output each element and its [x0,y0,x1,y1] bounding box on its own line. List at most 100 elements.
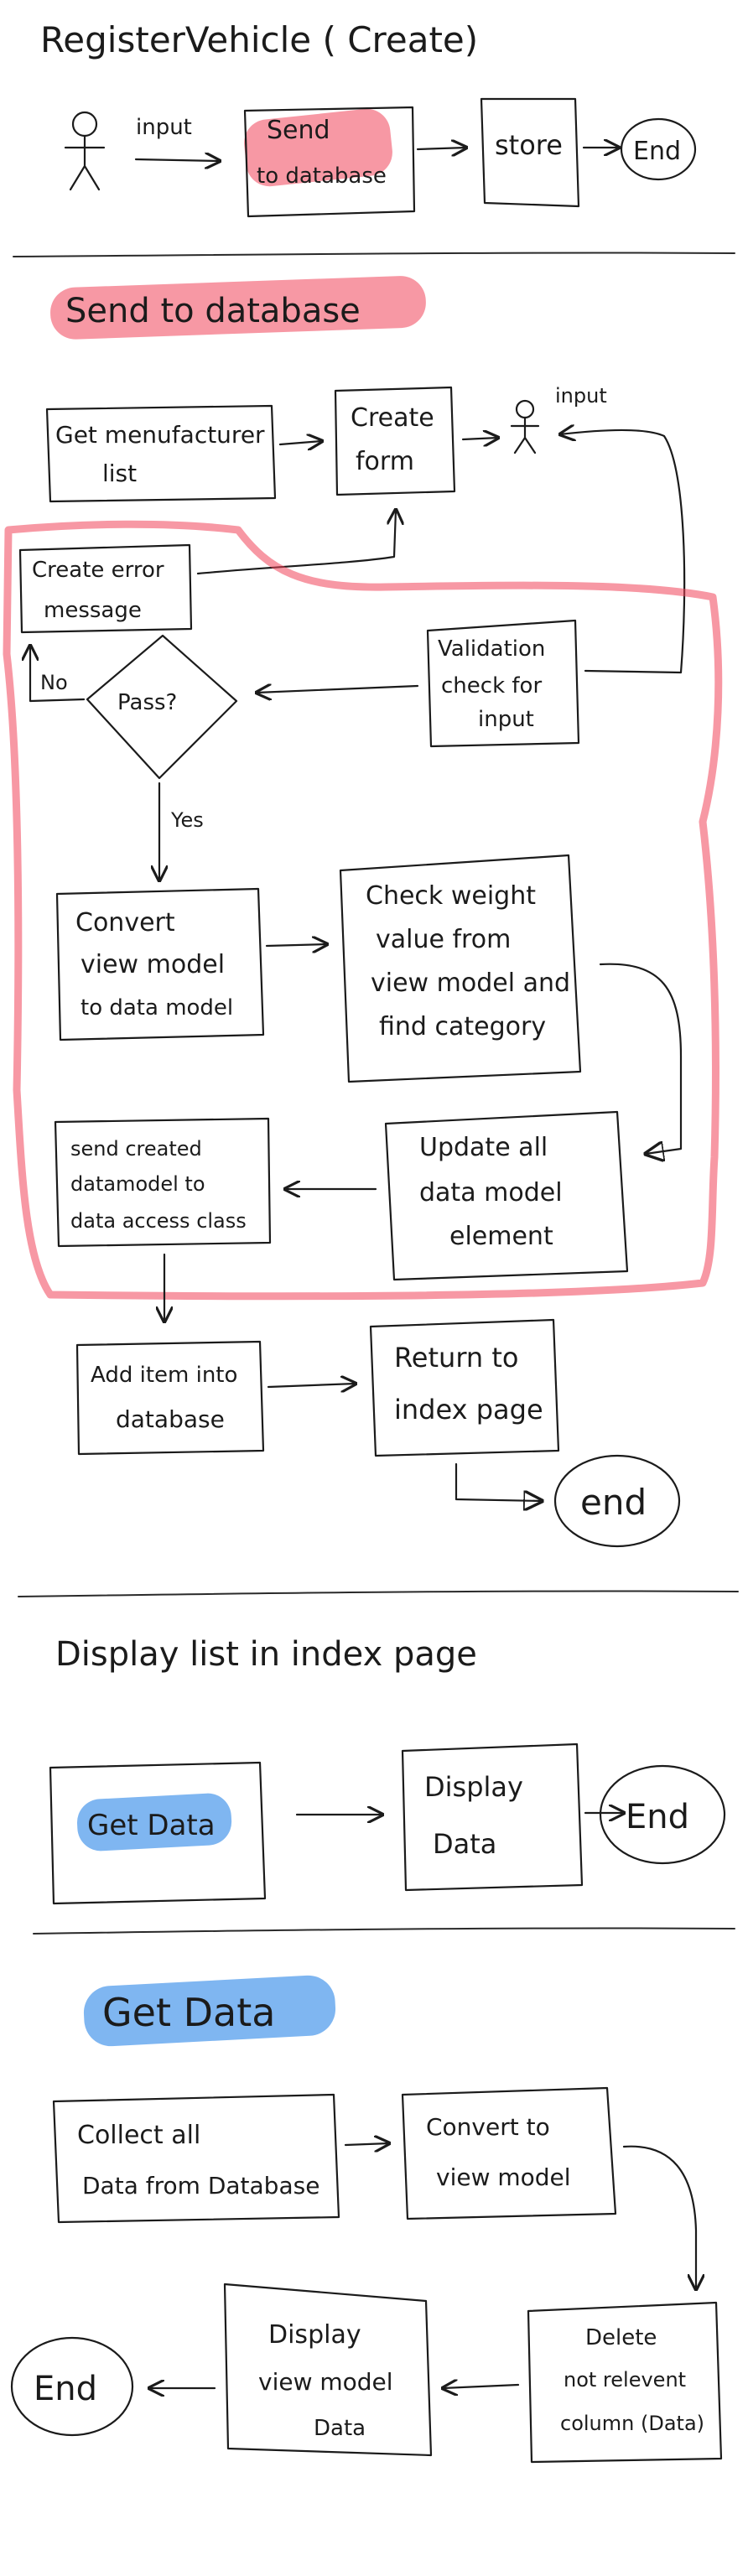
divider-1 [13,252,735,257]
arrow-no-to-error [30,646,86,703]
check-weight-line2: value from [376,925,511,954]
convert-to-view-line2: view model [436,2163,571,2191]
get-data-end-label: End [34,2370,97,2408]
send-to-database-highlight [244,108,392,187]
check-weight-line1: Check weight [366,881,536,911]
convert-view-model-line3: to data model [81,995,233,1021]
delete-not-relevant-box [527,2301,723,2464]
actor-icon-2 [510,399,540,454]
create-error-box [18,543,193,634]
get-data-box [49,1761,267,1905]
send-to-database-box [243,106,416,218]
arrow-form-to-actor [461,438,498,439]
divider-2 [18,1590,739,1597]
return-index-box [369,1318,560,1457]
no-label: No [40,671,68,694]
get-data-title: Get Data [102,1990,275,2035]
delete-line3: column (Data) [560,2412,704,2435]
add-item-box [75,1340,265,1456]
create-form-box [334,386,456,496]
convert-view-model-box [55,887,265,1041]
arrow-send-to-store [416,148,466,149]
send-input-label: input [555,384,607,408]
register-vehicle-title: RegisterVehicle ( Create) [40,19,478,60]
red-highlight-frame [3,520,723,1301]
delete-line1: Delete [585,2325,657,2350]
validation-line1: Validation [438,636,545,662]
collect-all-line2: Data from Database [82,2172,319,2199]
check-weight-box [339,854,582,1083]
arrow-convert-to-delete [622,2145,696,2289]
arrow-collect-to-convert [344,2143,389,2145]
get-manufacturer-box [45,404,277,503]
get-data-end-node [10,2336,134,2437]
arrow-convert-to-check [265,944,327,946]
send-created-line2: datamodel to [70,1172,205,1196]
collect-all-line1: Collect all [77,2121,200,2150]
create-form-line2: form [356,447,414,476]
update-all-line1: Update all [419,1133,548,1162]
store-label: store [495,129,563,161]
convert-view-model-line2: view model [81,950,225,979]
divider-3 [33,1927,735,1935]
register-end-label: End [633,137,681,166]
arrow-manufacturer-to-form [278,441,322,444]
yes-label: Yes [170,808,204,832]
add-item-line2: database [116,1405,225,1433]
update-all-line2: data model [419,1178,563,1208]
send-created-box [54,1117,272,1248]
send-created-line3: data access class [70,1209,247,1233]
convert-to-view-line1: Convert to [426,2113,550,2141]
collect-all-box [52,2093,340,2224]
check-weight-line3: view model and [371,969,570,998]
display-data-line2: Data [433,1828,496,1860]
create-form-line1: Create [351,403,434,433]
create-error-line1: Create error [32,558,164,583]
validation-line3: input [478,707,534,732]
arrow-error-to-form [196,510,396,575]
convert-view-model-line1: Convert [75,908,175,937]
display-end-node [599,1764,726,1865]
send-end-node [553,1454,681,1548]
delete-line2: not relevent [564,2368,686,2392]
send-created-line1: send created [70,1137,202,1161]
arrow-delete-to-display [443,2385,520,2388]
update-all-line3: element [449,1222,553,1251]
add-item-line1: Add item into [91,1363,237,1388]
convert-to-view-box [401,2086,617,2220]
check-weight-line4: find category [379,1012,546,1041]
send-to-db-title: Send to database [65,292,361,330]
display-view-model-line3: Data [314,2416,366,2441]
update-all-box [384,1110,629,1281]
pass-label: Pass? [117,690,177,715]
arrow-return-to-end [455,1462,542,1501]
display-view-model-box [223,2283,433,2457]
get-manufacturer-line2: list [102,460,137,487]
arrow-check-to-update [599,963,683,1154]
validation-box [426,619,580,748]
send-to-db-title-highlight [50,276,426,340]
create-error-line2: message [44,598,142,623]
validation-line2: check for [441,673,542,699]
get-data-title-highlight [83,1975,336,2047]
return-index-line1: Return to [394,1342,518,1374]
display-list-title: Display list in index page [55,1635,477,1674]
get-data-highlight [76,1793,232,1852]
register-end-node [620,117,697,181]
arrow-add-to-return [267,1384,356,1387]
store-box [480,97,580,208]
get-manufacturer-line1: Get menufacturer [55,421,265,449]
display-view-model-line1: Display [268,2320,361,2350]
display-view-model-line2: view model [258,2368,393,2396]
register-input-label: input [136,115,192,140]
get-data-label: Get Data [87,1809,216,1842]
send-end-label: end [580,1482,647,1523]
arrow-actor-to-send [134,159,220,161]
pass-decision-diamond [86,634,238,780]
send-to-database-label-line1: Send [267,116,330,145]
arrow-validation-to-pass [257,686,419,693]
actor-icon [64,111,106,191]
display-data-box [401,1742,584,1892]
